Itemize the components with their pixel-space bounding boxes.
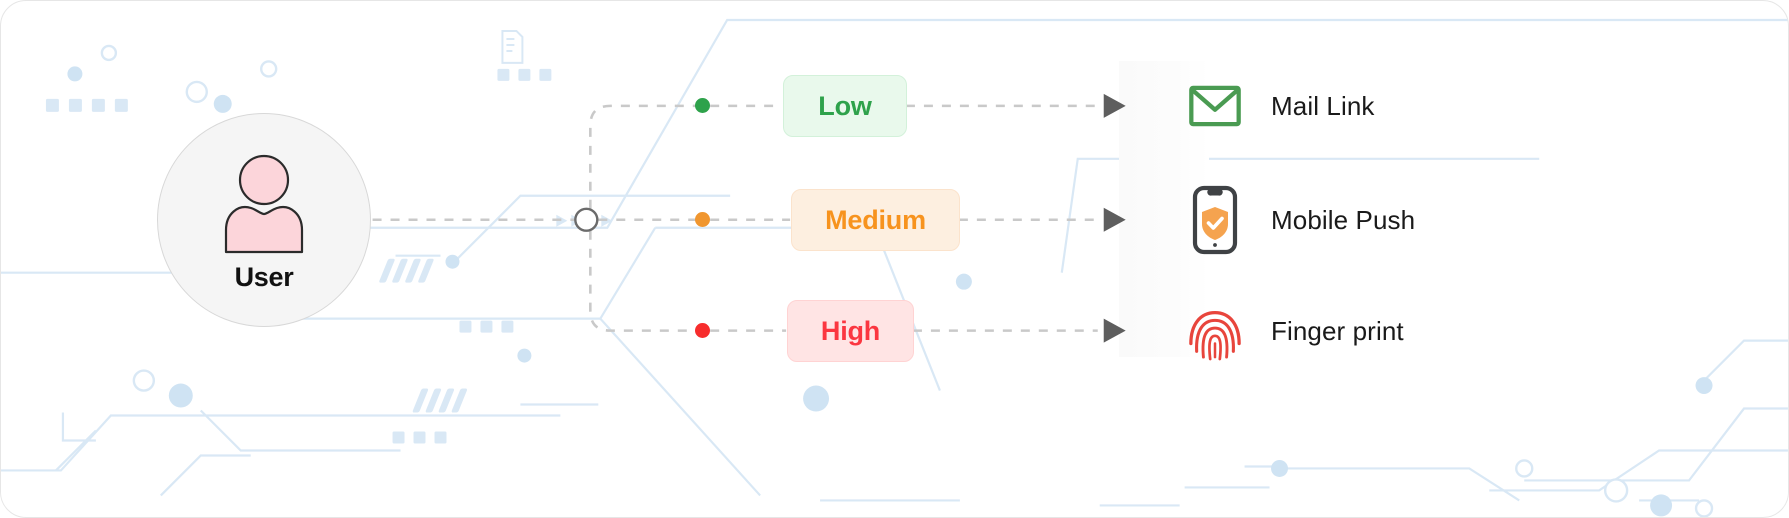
fingerprint-icon	[1187, 299, 1243, 363]
user-label: User	[234, 261, 294, 292]
mobile-shield-check-icon	[1187, 185, 1243, 255]
output-label-finger-print: Finger print	[1271, 315, 1404, 346]
risk-badge-low-label: Low	[818, 90, 872, 121]
mail-envelope-icon	[1187, 74, 1243, 138]
output-row-mobile-push[interactable]: Mobile Push	[1187, 185, 1415, 255]
output-label-mobile-push: Mobile Push	[1271, 204, 1416, 235]
output-row-finger-print[interactable]: Finger print	[1187, 296, 1404, 366]
risk-badge-low[interactable]: Low	[783, 75, 907, 137]
risk-dot-high	[695, 323, 710, 338]
risk-badge-medium-label: Medium	[825, 204, 926, 235]
output-row-mail-link[interactable]: Mail Link	[1187, 71, 1375, 141]
risk-badge-medium[interactable]: Medium	[791, 189, 960, 251]
risk-dot-medium	[695, 212, 710, 227]
risk-dot-low	[695, 98, 710, 113]
output-label-mail-link: Mail Link	[1271, 90, 1375, 121]
risk-badge-high-label: High	[820, 315, 881, 346]
risk-badge-high[interactable]: High	[787, 300, 914, 362]
user-avatar-icon	[224, 154, 304, 253]
user-node[interactable]: User	[157, 113, 371, 327]
